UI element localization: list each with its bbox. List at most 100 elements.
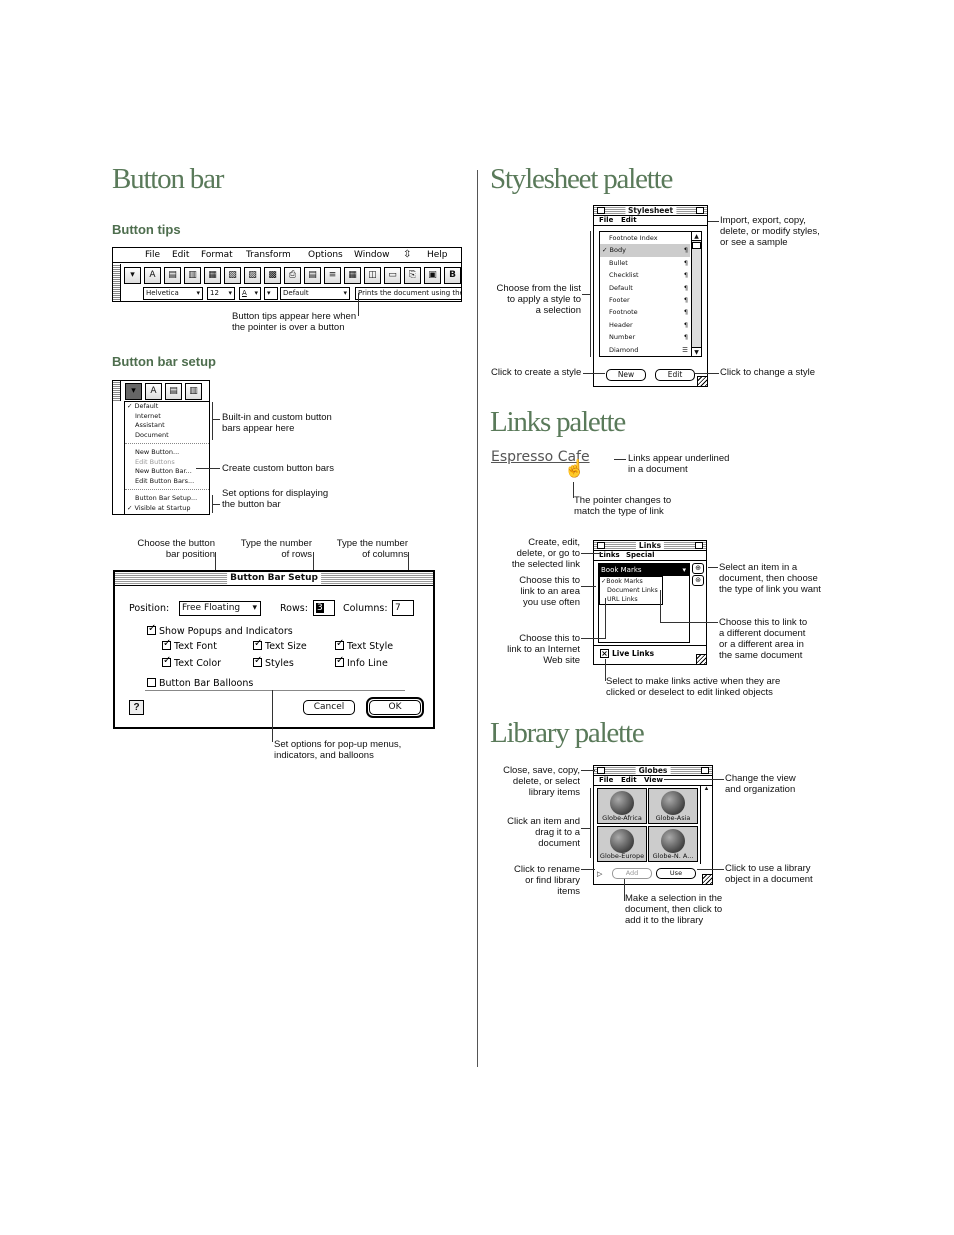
menu-item-internet[interactable]: Internet bbox=[135, 411, 161, 420]
style-item-selected[interactable]: ✓ Body¶ bbox=[600, 244, 690, 257]
menu-transform[interactable]: Transform bbox=[246, 250, 291, 260]
edit-style-button[interactable]: Edit bbox=[655, 369, 695, 381]
disclosure-triangle-icon[interactable]: ▷ bbox=[597, 871, 603, 878]
style-item[interactable]: Bullet¶ bbox=[600, 257, 690, 269]
style-item[interactable]: Header¶ bbox=[600, 319, 690, 331]
info-line-checkbox[interactable]: Info Line bbox=[335, 655, 388, 669]
toolbar-icon-15[interactable]: ▣ bbox=[424, 267, 441, 284]
menu-options[interactable]: Options bbox=[308, 250, 343, 260]
toolbar-icon-5[interactable]: ▧ bbox=[224, 267, 241, 284]
library-item-europe[interactable]: Globe-Europe bbox=[597, 826, 647, 862]
toolbar-icon-1[interactable]: A bbox=[145, 383, 162, 400]
toolbar-icon-2[interactable]: ▤ bbox=[164, 267, 181, 284]
scroll-thumb[interactable] bbox=[692, 242, 701, 249]
menu-format[interactable]: Format bbox=[201, 250, 233, 260]
style-item[interactable]: Footer¶ bbox=[600, 294, 690, 306]
close-icon[interactable] bbox=[597, 542, 605, 549]
new-style-button[interactable]: New bbox=[606, 369, 646, 381]
link-type-url[interactable]: URL Links bbox=[607, 596, 638, 603]
menu-item-visible-at-startup[interactable]: ✓ Visible at Startup bbox=[127, 503, 191, 512]
style-field[interactable]: Default▾ bbox=[280, 287, 350, 300]
links-menu-links[interactable]: Links bbox=[599, 551, 620, 559]
toolbar-icon-12[interactable]: ◫ bbox=[364, 267, 381, 284]
stylesheet-menu-file[interactable]: File bbox=[599, 216, 614, 224]
text-color-checkbox[interactable]: Text Color bbox=[162, 655, 221, 669]
toolbar-icon-11[interactable]: ▦ bbox=[344, 267, 361, 284]
links-title-bar[interactable]: Links bbox=[594, 541, 706, 551]
fill-icon[interactable]: ▾ bbox=[264, 287, 278, 300]
close-icon[interactable] bbox=[597, 767, 605, 774]
cancel-button[interactable]: Cancel bbox=[303, 700, 355, 715]
text-style-checkbox[interactable]: Text Style bbox=[335, 638, 393, 652]
bar-drag-handle[interactable] bbox=[113, 264, 121, 301]
text-color-field[interactable]: A▾ bbox=[239, 287, 261, 300]
resize-grip-icon[interactable] bbox=[702, 874, 712, 884]
stylesheet-title-bar[interactable]: Stylesheet bbox=[594, 206, 707, 216]
font-field[interactable]: Helvetica▾ bbox=[143, 287, 203, 300]
library-item-africa[interactable]: Globe-Africa bbox=[597, 788, 647, 824]
menu-file[interactable]: File bbox=[145, 250, 161, 260]
menu-item-edit-button-bars[interactable]: Edit Button Bars... bbox=[135, 476, 195, 485]
links-menu-special[interactable]: Special bbox=[626, 551, 655, 559]
scroll-up-icon[interactable]: ▲ bbox=[692, 232, 701, 241]
link-type-bookmarks[interactable]: ✓Book Marks bbox=[601, 578, 643, 585]
link-type-popup[interactable]: Book Marks▾ bbox=[598, 564, 690, 576]
link-add-icon[interactable]: ⊕ bbox=[692, 563, 704, 574]
library-scrollbar[interactable]: ▲ bbox=[700, 786, 712, 864]
toolbar-icon-9[interactable]: ▤ bbox=[304, 267, 321, 284]
resize-grip-icon[interactable] bbox=[696, 654, 706, 664]
live-links-checkbox[interactable]: ×Live Links bbox=[600, 649, 654, 658]
close-icon[interactable] bbox=[597, 207, 605, 214]
toolbar-icon-3[interactable]: ▥ bbox=[185, 383, 202, 400]
ok-button[interactable]: OK bbox=[369, 700, 421, 715]
columns-field[interactable]: 7 bbox=[392, 600, 414, 616]
dialog-title-bar[interactable]: Button Bar Setup bbox=[115, 572, 433, 586]
text-font-checkbox[interactable]: Text Font bbox=[162, 638, 217, 652]
toolbar-icon-4[interactable]: ▦ bbox=[204, 267, 221, 284]
text-size-checkbox[interactable]: Text Size bbox=[253, 638, 307, 652]
use-button[interactable]: Use bbox=[656, 868, 696, 879]
stylesheet-menu-edit[interactable]: Edit bbox=[621, 216, 637, 224]
link-type-document[interactable]: Document Links bbox=[607, 587, 658, 594]
styles-checkbox[interactable]: Styles bbox=[253, 655, 294, 669]
zoom-icon[interactable] bbox=[696, 207, 704, 214]
style-item[interactable]: Diamond☰ bbox=[600, 344, 690, 356]
library-item-na[interactable]: Globe-N. A... bbox=[648, 826, 698, 862]
menu-help[interactable]: Help bbox=[427, 250, 448, 260]
bar-drag-handle[interactable] bbox=[113, 381, 121, 401]
toolbar-icon-10[interactable]: ≡ bbox=[324, 267, 341, 284]
library-item-asia[interactable]: Globe-Asia bbox=[648, 788, 698, 824]
style-item[interactable]: Default¶ bbox=[600, 282, 690, 294]
menu-window[interactable]: Window bbox=[354, 250, 390, 260]
scroll-down-icon[interactable]: ▼ bbox=[692, 347, 701, 356]
toolbar-icon-3[interactable]: ▥ bbox=[184, 267, 201, 284]
library-menu-view[interactable]: View bbox=[644, 776, 663, 784]
toolbar-icon-6[interactable]: ▨ bbox=[244, 267, 261, 284]
zoom-icon[interactable] bbox=[701, 767, 709, 774]
toolbar-icon-8[interactable]: ⎙ bbox=[284, 267, 301, 284]
link-goto-icon[interactable]: ⊛ bbox=[692, 575, 704, 586]
menu-edit[interactable]: Edit bbox=[172, 250, 190, 260]
style-item[interactable]: Checklist¶ bbox=[600, 269, 690, 281]
show-popups-checkbox[interactable]: Show Popups and Indicators bbox=[147, 623, 293, 637]
menu-item-default[interactable]: ✓ Default bbox=[127, 402, 159, 410]
sample-link-text[interactable]: Espresso Cafe bbox=[491, 449, 590, 465]
menu-item-button-bar-setup[interactable]: Button Bar Setup... bbox=[135, 494, 198, 502]
toolbar-icon-1[interactable]: A bbox=[144, 267, 161, 284]
menu-item-new-button-bar[interactable]: New Button Bar... bbox=[135, 467, 192, 475]
zoom-icon[interactable] bbox=[695, 542, 703, 549]
help-button[interactable]: ? bbox=[129, 700, 144, 715]
style-item[interactable]: Footnote¶ bbox=[600, 306, 690, 318]
balloon-help-icon[interactable]: ⇳ bbox=[403, 249, 412, 260]
style-item[interactable]: Footnote Index bbox=[609, 234, 658, 242]
menu-item-assistant[interactable]: Assistant bbox=[135, 421, 165, 429]
rows-field[interactable]: 3 bbox=[313, 600, 335, 616]
position-popup[interactable]: Free Floating▾ bbox=[179, 601, 261, 616]
toolbar-icon-14[interactable]: ⎘ bbox=[404, 267, 421, 284]
scroll-up-icon[interactable]: ▲ bbox=[703, 786, 710, 792]
library-menu-edit[interactable]: Edit bbox=[621, 776, 637, 784]
bold-icon[interactable]: B bbox=[444, 267, 461, 284]
toolbar-icon-7[interactable]: ▩ bbox=[264, 267, 281, 284]
bar-menu-button[interactable]: ▾ bbox=[124, 267, 141, 284]
toolbar-icon-2[interactable]: ▤ bbox=[165, 383, 182, 400]
